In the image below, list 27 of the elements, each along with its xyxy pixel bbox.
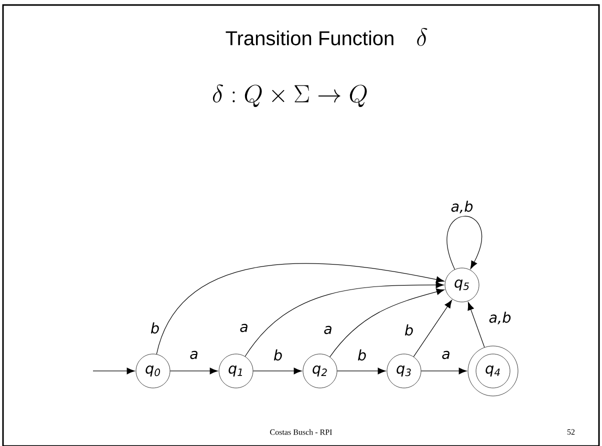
edge-label: b xyxy=(356,348,368,362)
arrow xyxy=(252,368,302,374)
arrow xyxy=(330,288,445,358)
edge-label: b xyxy=(403,323,415,337)
arrow xyxy=(413,300,452,358)
edge-label: a xyxy=(440,350,452,360)
edge-label: b xyxy=(149,321,161,335)
arrow xyxy=(244,282,444,357)
arrow xyxy=(92,368,135,374)
edge-label: a xyxy=(188,350,200,360)
edge-label: a xyxy=(322,324,334,336)
arrow xyxy=(420,368,467,374)
edge-label: a,b xyxy=(488,310,512,326)
slide-title: Transition Function xyxy=(226,30,394,46)
title-symbol: $\delta$ xyxy=(417,28,428,46)
arrow xyxy=(156,263,444,354)
formula: $\delta : Q \times \Sigma \to Q$ xyxy=(212,84,367,108)
edge-label: b xyxy=(272,348,284,362)
arrow xyxy=(446,216,482,270)
page-number: 52 xyxy=(567,429,575,435)
edge-label: a,b xyxy=(450,200,474,214)
accepting-state: q$_{4}$ xyxy=(468,346,518,396)
footer-text: Costas Busch - RPI xyxy=(270,429,332,435)
edge-label: a xyxy=(238,322,250,334)
arrow xyxy=(336,368,386,374)
arrow xyxy=(468,302,485,348)
arrow xyxy=(170,368,218,374)
